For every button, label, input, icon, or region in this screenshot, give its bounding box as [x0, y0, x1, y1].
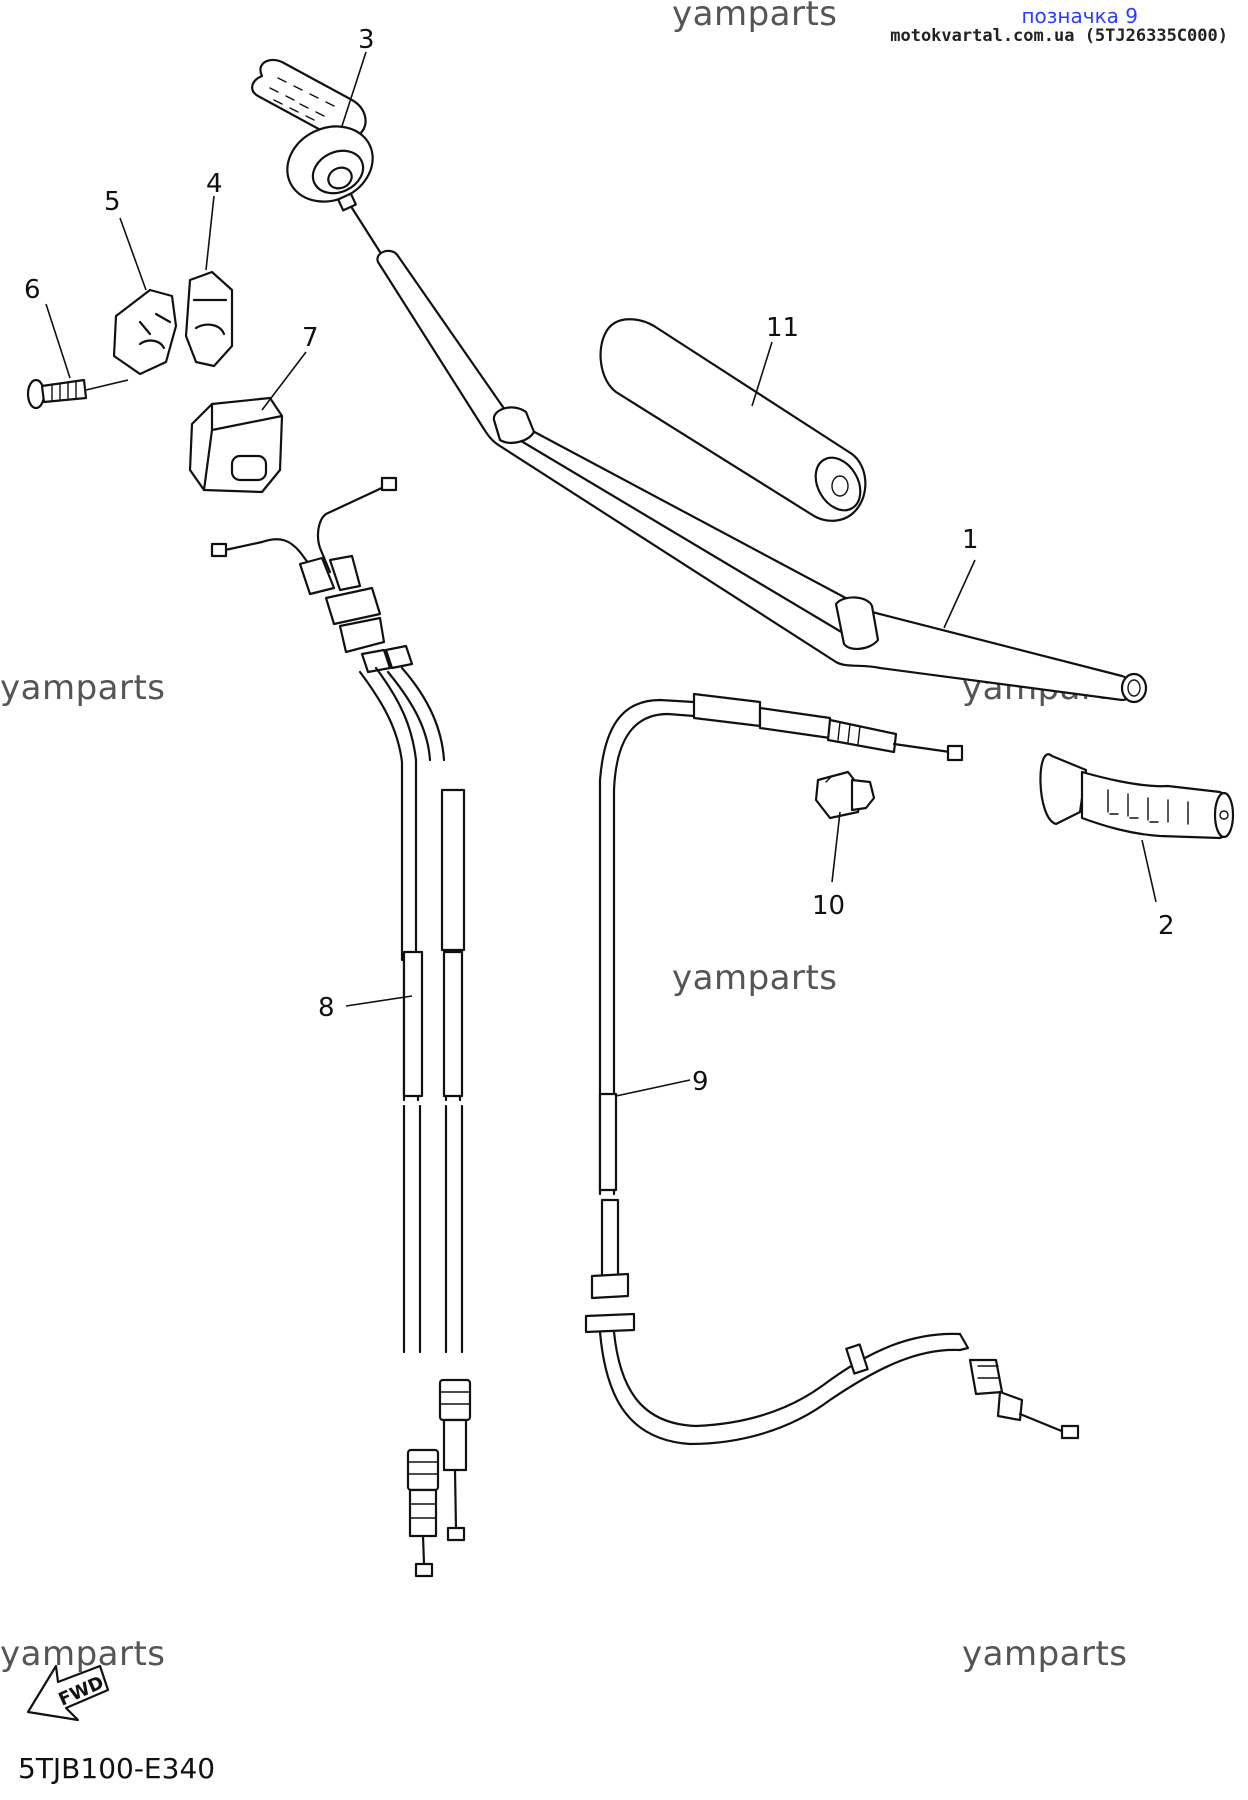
clutch-cable — [584, 692, 1080, 1446]
mark-tag: позначка 9 — [1021, 4, 1138, 28]
source-label: motokvartal.com.ua (5TJ26335C000) — [890, 26, 1228, 46]
callout-5: 5 — [104, 187, 121, 217]
watermark: yamparts — [0, 668, 166, 708]
callout-4: 4 — [206, 169, 223, 199]
callout-7: 7 — [302, 323, 319, 353]
handlebar-cover — [188, 396, 284, 494]
watermark: yamparts — [672, 958, 838, 998]
watermark: yamparts — [672, 0, 838, 34]
callouts: 1 2 3 4 5 6 7 8 9 10 11 — [24, 25, 1175, 1097]
callout-11: 11 — [766, 313, 799, 343]
handlebar — [376, 249, 1148, 704]
callout-8: 8 — [318, 993, 335, 1023]
callout-6: 6 — [24, 275, 41, 305]
holder-upper — [112, 270, 234, 376]
callout-2: 2 — [1158, 911, 1175, 941]
fwd-arrow-icon: FWD — [26, 1664, 110, 1722]
throttle-cables — [210, 476, 472, 1578]
throttle-grip — [251, 58, 382, 254]
callout-1: 1 — [962, 525, 979, 555]
watermark: yamparts — [962, 1634, 1128, 1674]
left-grip — [1039, 753, 1235, 840]
callout-3: 3 — [358, 25, 375, 55]
callout-9: 9 — [692, 1067, 709, 1097]
bolt — [26, 378, 88, 410]
callout-10: 10 — [812, 891, 845, 921]
handlebar-pad — [599, 318, 867, 522]
diagram-code: 5TJB100-E340 — [18, 1752, 216, 1785]
watermark: yamparts — [0, 1634, 166, 1674]
